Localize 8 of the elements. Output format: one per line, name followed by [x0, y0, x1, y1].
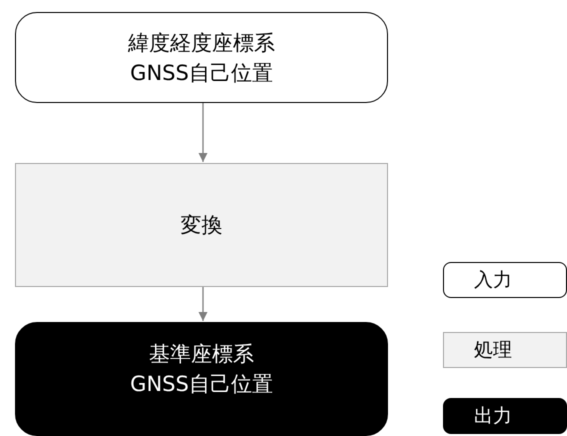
arrow	[198, 103, 208, 162]
process-box: 変換	[15, 163, 388, 287]
legend-swatch: 出力	[443, 398, 567, 434]
legend-swatch: 処理	[443, 332, 567, 368]
legend-swatch: 入力	[443, 262, 567, 298]
output-box: 基準座標系GNSS自己位置	[15, 322, 388, 436]
arrow	[198, 287, 208, 321]
input-box: 緯度経度座標系GNSS自己位置	[15, 12, 388, 103]
